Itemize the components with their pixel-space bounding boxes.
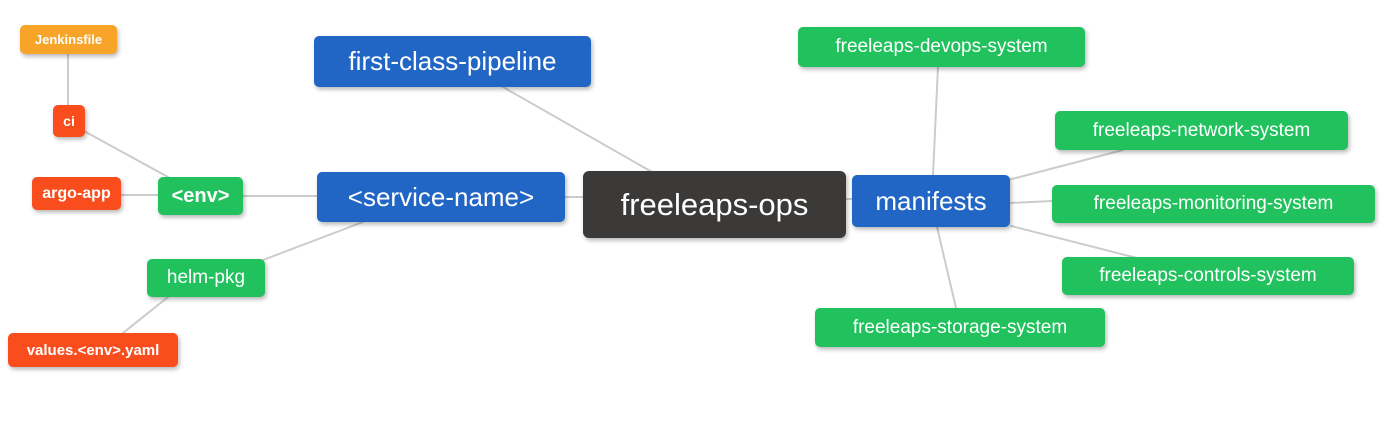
edge-manifests-controls — [1010, 225, 1138, 259]
node-freeleaps-devops-system[interactable]: freeleaps-devops-system — [798, 27, 1085, 67]
node-helm-pkg[interactable]: helm-pkg — [147, 259, 265, 297]
edge-values-helmpkg — [122, 296, 169, 334]
node-freeleaps-monitoring-system[interactable]: freeleaps-monitoring-system — [1052, 185, 1375, 223]
node-values-env-yaml[interactable]: values.<env>.yaml — [8, 333, 178, 367]
node-freeleaps-ops-root[interactable]: freeleaps-ops — [583, 171, 846, 238]
edge-manifests-devops — [932, 66, 939, 176]
edge-manifests-monitoring — [1009, 200, 1053, 204]
node-ci[interactable]: ci — [53, 105, 85, 137]
node-freeleaps-network-system[interactable]: freeleaps-network-system — [1055, 111, 1348, 150]
edge-fcp-ops — [502, 86, 653, 173]
edge-ci-env — [83, 130, 169, 178]
edge-manifests-storage — [936, 226, 957, 309]
node-freeleaps-storage-system[interactable]: freeleaps-storage-system — [815, 308, 1105, 347]
node-service-name[interactable]: <service-name> — [317, 172, 565, 222]
node-manifests[interactable]: manifests — [852, 175, 1010, 227]
node-first-class-pipeline[interactable]: first-class-pipeline — [314, 36, 591, 87]
edge-helmpkg-service — [262, 221, 364, 261]
node-argo-app[interactable]: argo-app — [32, 177, 121, 210]
node-env[interactable]: <env> — [158, 177, 243, 215]
edge-manifests-network — [1007, 149, 1124, 181]
node-freeleaps-controls-system[interactable]: freeleaps-controls-system — [1062, 257, 1354, 295]
node-jenkinsfile[interactable]: Jenkinsfile — [20, 25, 117, 54]
